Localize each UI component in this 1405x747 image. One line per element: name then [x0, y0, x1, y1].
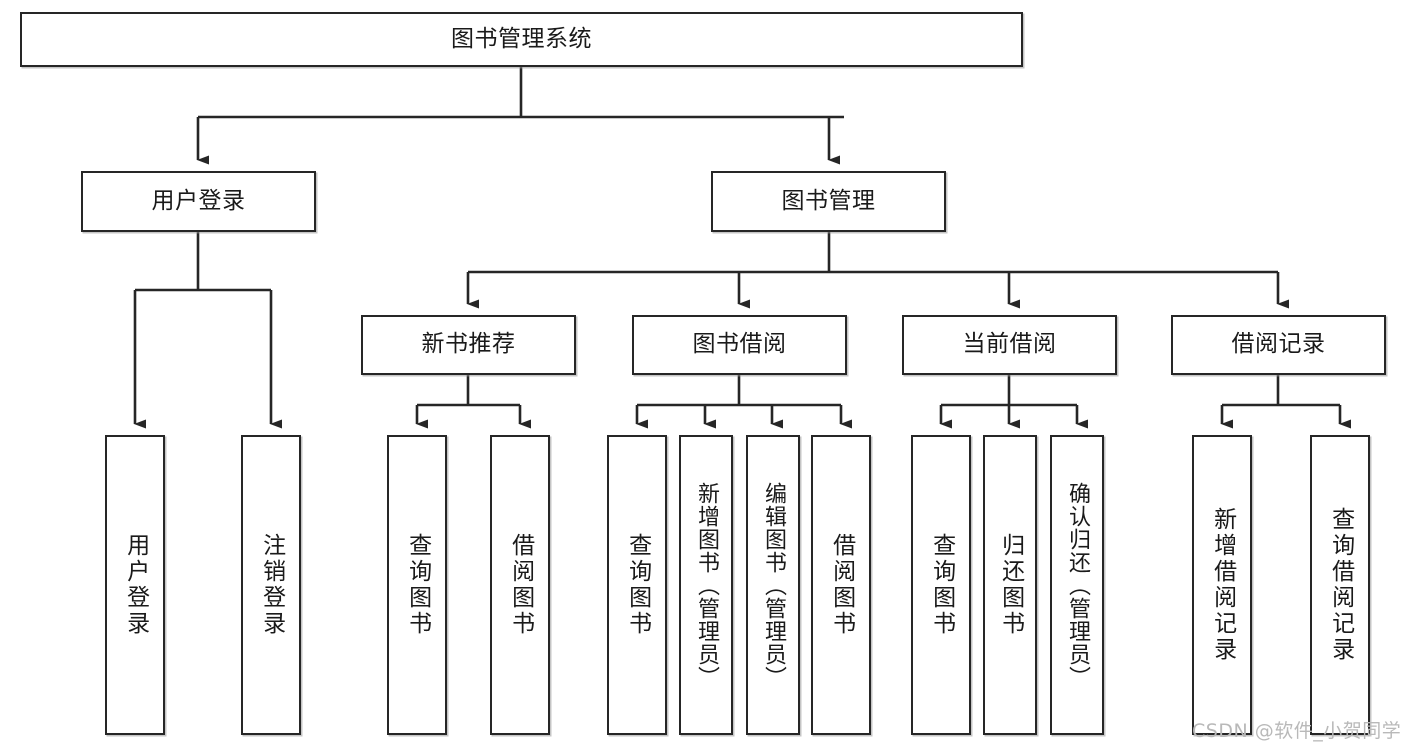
leaf-logout[interactable]: 注销登录	[241, 435, 301, 735]
node-borrow-record[interactable]: 借阅记录	[1171, 315, 1386, 375]
node-user-login[interactable]: 用户登录	[81, 171, 316, 232]
leaf-query-book-current-label: 查询图书	[928, 533, 955, 637]
node-book-management-label: 图书管理	[781, 187, 876, 214]
leaf-query-book-current[interactable]: 查询图书	[911, 435, 971, 735]
leaf-query-book-borrow[interactable]: 查询图书	[607, 435, 667, 735]
node-user-login-label: 用户登录	[151, 187, 246, 214]
leaf-logout-label: 注销登录	[258, 533, 285, 637]
leaf-return-book-label: 归还图书	[997, 533, 1024, 637]
node-book-management[interactable]: 图书管理	[711, 171, 946, 232]
leaf-query-borrow-record[interactable]: 查询借阅记录	[1310, 435, 1370, 735]
leaf-add-borrow-record[interactable]: 新增借阅记录	[1192, 435, 1252, 735]
leaf-confirm-return-admin-label: 确认归还（管理员）	[1064, 481, 1090, 689]
node-new-book-recommend-label: 新书推荐	[421, 331, 516, 358]
leaf-query-book-recommend-label: 查询图书	[404, 533, 431, 637]
leaf-edit-book-admin-label: 编辑图书（管理员）	[760, 481, 786, 689]
leaf-return-book[interactable]: 归还图书	[983, 435, 1037, 735]
leaf-query-borrow-record-label: 查询借阅记录	[1327, 507, 1354, 663]
node-current-borrow-label: 当前借阅	[962, 331, 1057, 358]
node-book-borrow[interactable]: 图书借阅	[632, 315, 847, 375]
leaf-query-book-recommend[interactable]: 查询图书	[387, 435, 447, 735]
node-current-borrow[interactable]: 当前借阅	[902, 315, 1117, 375]
node-book-borrow-label: 图书借阅	[692, 331, 787, 358]
leaf-add-book-admin-label: 新增图书（管理员）	[693, 481, 719, 689]
leaf-confirm-return-admin[interactable]: 确认归还（管理员）	[1050, 435, 1104, 735]
leaf-edit-book-admin[interactable]: 编辑图书（管理员）	[746, 435, 800, 735]
node-root[interactable]: 图书管理系统	[20, 12, 1023, 67]
node-root-label: 图书管理系统	[451, 25, 592, 52]
leaf-user-login-label: 用户登录	[122, 533, 149, 637]
leaf-borrow-book-label: 借阅图书	[828, 533, 855, 637]
leaf-borrow-book[interactable]: 借阅图书	[811, 435, 871, 735]
leaf-borrow-book-recommend-label: 借阅图书	[507, 533, 534, 637]
leaf-add-borrow-record-label: 新增借阅记录	[1209, 507, 1236, 663]
leaf-query-book-borrow-label: 查询图书	[624, 533, 651, 637]
leaf-add-book-admin[interactable]: 新增图书（管理员）	[679, 435, 733, 735]
node-borrow-record-label: 借阅记录	[1231, 331, 1326, 358]
leaf-borrow-book-recommend[interactable]: 借阅图书	[490, 435, 550, 735]
node-new-book-recommend[interactable]: 新书推荐	[361, 315, 576, 375]
csdn-watermark: CSDN @软件_小贺同学	[1192, 720, 1402, 742]
leaf-user-login[interactable]: 用户登录	[105, 435, 165, 735]
